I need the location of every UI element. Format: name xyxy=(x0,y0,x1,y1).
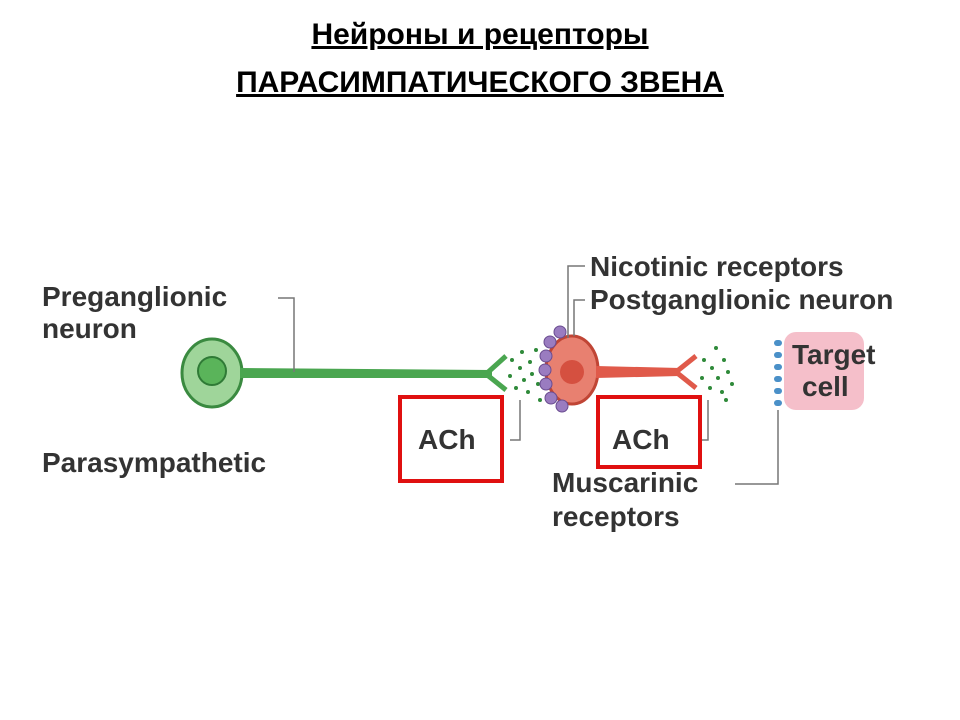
target-cell-label-2: cell xyxy=(802,371,849,402)
muscarinic-label-1: Muscarinic xyxy=(552,467,699,498)
ach-vesicles-1 xyxy=(508,348,542,402)
title-line-2: ПАРАСИМПАТИЧЕСКОГО ЗВЕНА xyxy=(236,66,724,99)
target-cell xyxy=(774,332,864,410)
muscarinic-label-2: receptors xyxy=(552,501,680,532)
leader-lines xyxy=(278,265,779,485)
preganglionic-label-1: Preganglionic xyxy=(42,281,228,312)
postganglionic-label: Postganglionic neuron xyxy=(590,284,894,315)
target-cell-label-1: Target xyxy=(792,339,876,370)
ach-highlight-box-1 xyxy=(398,395,504,483)
postganglionic-neuron xyxy=(538,325,698,413)
ach-vesicles-2 xyxy=(700,346,734,402)
nicotinic-receptor-cluster xyxy=(538,325,569,413)
preganglionic-neuron xyxy=(180,337,508,409)
ach-label-1: ACh xyxy=(418,424,476,455)
nicotinic-label: Nicotinic receptors xyxy=(590,251,844,282)
title-line-1: Нейроны и рецепторы xyxy=(311,18,649,51)
parasympathetic-label: Parasympathetic xyxy=(42,447,267,478)
ach-label-2: ACh xyxy=(612,424,670,455)
ach-highlight-box-2 xyxy=(596,395,702,469)
preganglionic-label-2: neuron xyxy=(42,313,137,344)
